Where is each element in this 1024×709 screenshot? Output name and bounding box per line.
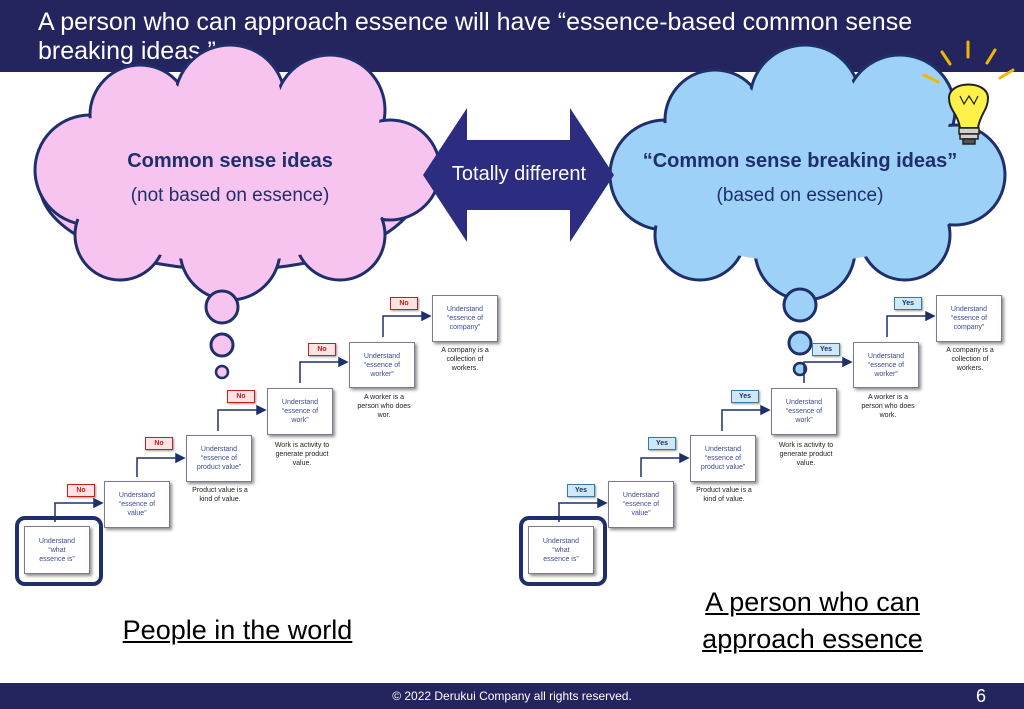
step-box-worker: Understand “essence of worker”	[349, 342, 415, 388]
left-step-connectors	[54, 310, 432, 522]
step-box-value: Understand “essence of value”	[104, 481, 170, 528]
no-tag: No	[227, 390, 255, 403]
step-note: Work is activity to generate product val…	[274, 442, 330, 467]
no-tag: No	[145, 437, 173, 450]
yes-tag: Yes	[894, 297, 922, 310]
yes-tag: Yes	[567, 484, 595, 497]
step-note: A company is a collection of workers.	[441, 347, 489, 372]
yes-tag: Yes	[648, 437, 676, 450]
left-cloud-title: Common sense ideas	[127, 150, 333, 172]
step-box-value: Understand “essence of value”	[608, 481, 674, 528]
step-box-product-value: Understand “essence of product value”	[186, 435, 252, 482]
step-box-work: Understand “essence of work”	[771, 388, 837, 435]
step-note: Product value is a kind of value.	[696, 487, 752, 503]
thought-bubble-small	[214, 364, 230, 380]
right-step-connectors	[558, 310, 936, 522]
slide-title: A person who can approach essence will h…	[38, 8, 913, 65]
yes-tag: Yes	[812, 343, 840, 356]
step-box-what-essence: Understand “what essence is”	[24, 526, 90, 574]
arrow-label: Totally different	[451, 163, 587, 185]
no-tag: No	[67, 484, 95, 497]
no-tag: No	[308, 343, 336, 356]
people-in-world-label: People in the world	[122, 615, 353, 645]
right-cloud-title: “Common sense breaking ideas”	[642, 150, 958, 172]
step-box-what-essence: Understand “what essence is”	[528, 526, 594, 574]
step-note: A worker is a person who does work.	[861, 394, 915, 419]
copyright-text: © 2022 Derukui Company all rights reserv…	[392, 689, 632, 703]
thought-bubble-medium	[209, 332, 235, 358]
no-tag: No	[390, 297, 418, 310]
thought-bubble-large	[204, 289, 240, 325]
thought-bubble-large	[782, 287, 818, 323]
right-thought-cloud	[608, 43, 1007, 377]
step-box-company: Understand “essence of company”	[432, 295, 498, 342]
step-note: Product value is a kind of value.	[192, 487, 248, 503]
thought-bubble-medium	[787, 330, 813, 356]
page-number: 6	[975, 686, 986, 706]
double-arrow	[423, 108, 614, 242]
left-thought-cloud	[33, 43, 442, 380]
step-box-product-value: Understand “essence of product value”	[690, 435, 756, 482]
light-bulb-icon	[922, 40, 1015, 145]
step-note: A worker is a person who does wor.	[357, 394, 411, 419]
start-highlight-frame	[519, 516, 607, 586]
right-cloud-subtitle: (based on essence)	[716, 185, 884, 206]
slide-header: A person who can approach essence will h…	[0, 0, 1024, 72]
essence-person-label-line1: A person who can	[705, 587, 920, 617]
step-box-worker: Understand “essence of worker”	[853, 342, 919, 388]
step-note: Work is activity to generate product val…	[778, 442, 834, 467]
slide-footer: © 2022 Derukui Company all rights reserv…	[0, 683, 1024, 709]
left-cloud-subtitle: (not based on essence)	[130, 185, 330, 206]
essence-person-label-line2: approach essence	[702, 624, 923, 654]
step-box-company: Understand “essence of company”	[936, 295, 1002, 342]
start-highlight-frame	[15, 516, 103, 586]
step-note: A company is a collection of workers.	[946, 347, 994, 372]
step-box-work: Understand “essence of work”	[267, 388, 333, 435]
yes-tag: Yes	[731, 390, 759, 403]
thought-bubble-small	[792, 361, 808, 377]
